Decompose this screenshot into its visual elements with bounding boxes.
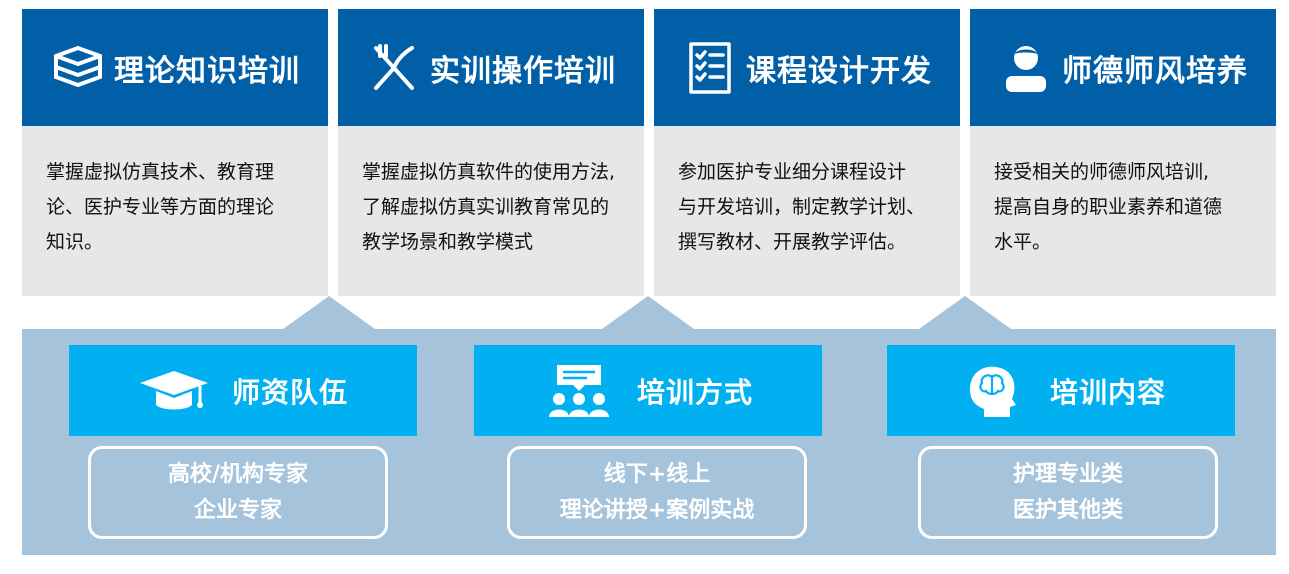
card-body: 参加医护专业细分课程设计 与开发培训，制定教学计划、 撰写教材、开展教学评估。: [654, 126, 960, 296]
card-line: 掌握虚拟仿真软件的使用方法,: [362, 161, 616, 183]
checklist-icon: [689, 41, 731, 94]
card-header: 课程设计开发: [654, 9, 960, 126]
card-header: 理论知识培训: [22, 9, 328, 126]
card-line: 知识。: [46, 231, 104, 253]
category-faculty: 师资队伍: [69, 345, 417, 436]
card-body: 掌握虚拟仿真软件的使用方法, 了解虚拟仿真实训教育常见的 教学场景和教学模式: [338, 126, 644, 296]
detail-line: 医护其他类: [1012, 497, 1123, 523]
head-brain-icon: [969, 366, 1016, 417]
detail-box: 高校/机构专家 企业专家: [88, 446, 388, 539]
card-practical-training: 实训操作培训 掌握虚拟仿真软件的使用方法, 了解虚拟仿真实训教育常见的 教学场景…: [338, 9, 644, 296]
category-training-content: 培训内容: [887, 345, 1235, 436]
card-header: 实训操作培训: [338, 9, 644, 126]
card-line: 参加医护专业细分课程设计: [678, 161, 907, 183]
category-title: 培训内容: [1049, 375, 1166, 409]
detail-line: 企业专家: [193, 497, 282, 523]
card-title: 理论知识培训: [114, 53, 300, 89]
card-line: 掌握虚拟仿真技术、教育理: [46, 161, 275, 183]
card-title: 课程设计开发: [746, 53, 932, 89]
card-line: 论、医护专业等方面的理论: [46, 196, 275, 218]
card-line: 水平。: [994, 231, 1052, 253]
detail-line: 高校/机构专家: [167, 461, 309, 487]
pointer-triangle: [283, 296, 375, 329]
card-course-design: 课程设计开发 参加医护专业细分课程设计 与开发培训，制定教学计划、 撰写教材、开…: [654, 9, 960, 296]
category-title: 培训方式: [636, 375, 753, 409]
card-title: 师德师风培养: [1062, 53, 1248, 89]
detail-line: 护理专业类: [1012, 461, 1123, 487]
card-title: 实训操作培训: [430, 53, 616, 89]
card-body: 掌握虚拟仿真技术、教育理 论、医护专业等方面的理论 知识。: [22, 126, 328, 296]
card-body: 接受相关的师德师风培训, 提高自身的职业素养和道德 水平。: [970, 126, 1276, 296]
fork-knife-icon: [374, 43, 414, 90]
pointer-triangle: [602, 296, 694, 329]
category-title: 师资队伍: [231, 375, 348, 409]
card-line: 撰写教材、开展教学评估。: [678, 231, 907, 253]
card-line: 与开发培训，制定教学计划、: [678, 196, 926, 218]
card-line: 接受相关的师德师风培训,: [994, 161, 1210, 183]
category-training-method: 培训方式: [474, 345, 822, 436]
graduation-cap-icon: [139, 370, 208, 409]
detail-line: 理论讲授+案例实战: [559, 497, 755, 523]
card-line: 提高自身的职业素养和道德: [994, 196, 1223, 218]
group-presentation-icon: [548, 364, 609, 417]
detail-line: 线下+线上: [603, 461, 711, 487]
card-header: 师德师风培养: [970, 9, 1276, 126]
card-line: 了解虚拟仿真实训教育常见的: [362, 196, 610, 218]
detail-box: 护理专业类 医护其他类: [918, 446, 1218, 539]
card-line: 教学场景和教学模式: [362, 231, 534, 253]
card-theory-training: 理论知识培训 掌握虚拟仿真技术、教育理 论、医护专业等方面的理论 知识。: [22, 9, 328, 296]
person-icon: [1006, 45, 1046, 92]
card-ethics-training: 师德师风培养 接受相关的师德师风培训, 提高自身的职业素养和道德 水平。: [970, 9, 1276, 296]
pointer-triangle: [919, 296, 1011, 329]
detail-box: 线下+线上 理论讲授+案例实战: [507, 446, 807, 539]
books-stack-icon: [54, 45, 102, 87]
